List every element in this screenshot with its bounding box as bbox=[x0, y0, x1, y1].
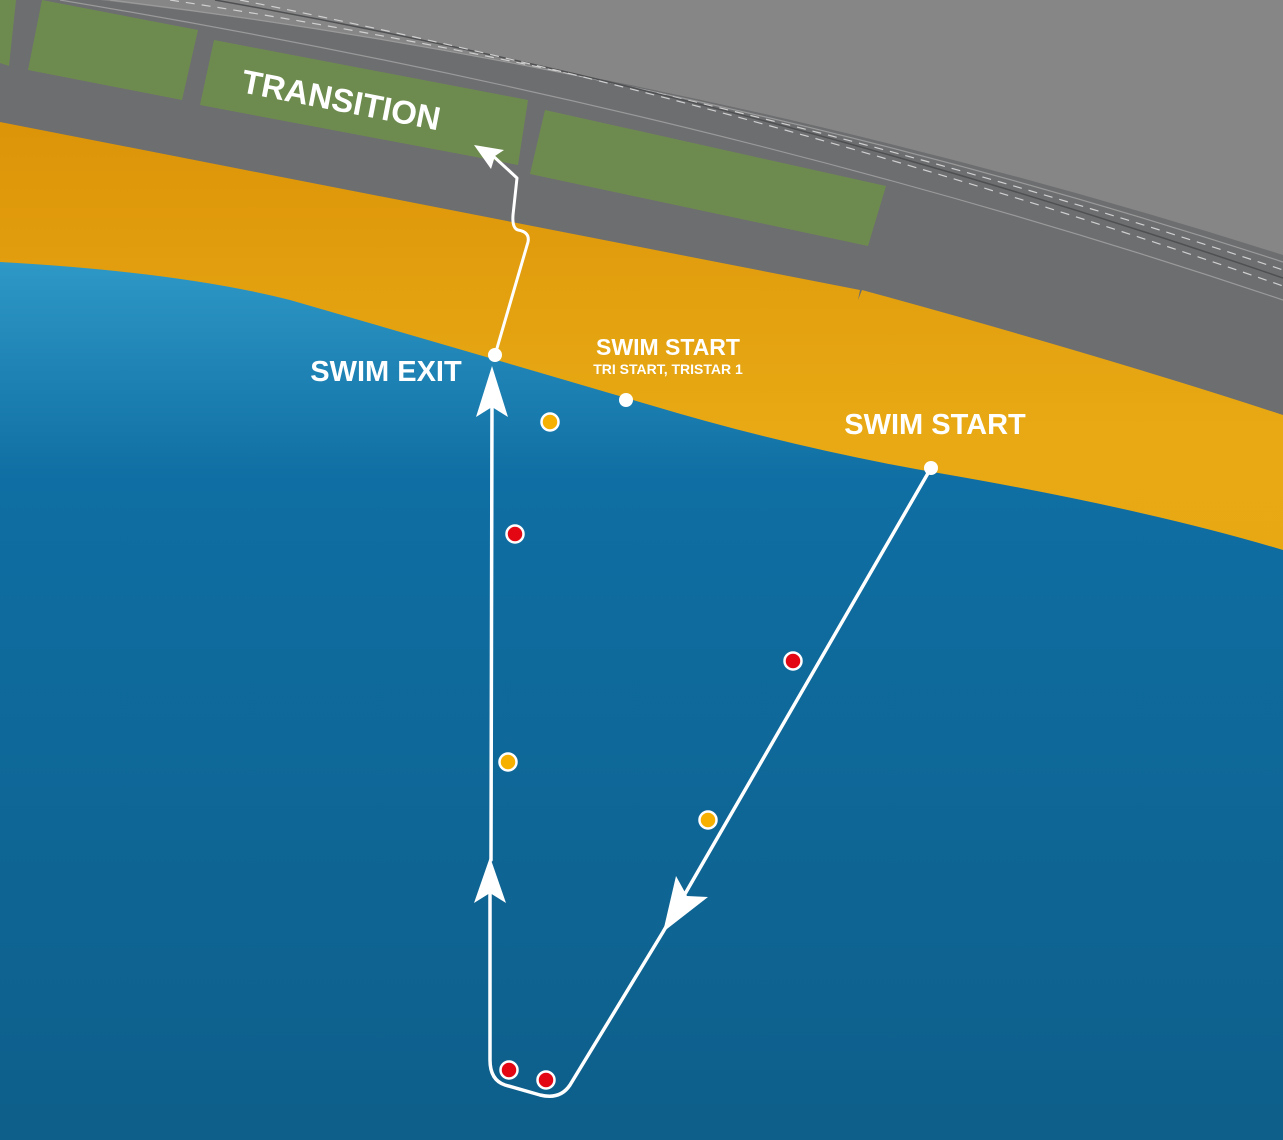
buoy-red[interactable] bbox=[499, 1060, 519, 1080]
swim-start-sublabel-1: TRI START, TRISTAR 1 bbox=[593, 361, 743, 377]
swim-start-label-2: SWIM START bbox=[844, 409, 1026, 441]
buoy-red[interactable] bbox=[505, 524, 525, 544]
water bbox=[0, 262, 1283, 1140]
buoy-yellow[interactable] bbox=[698, 810, 718, 830]
buoy-yellow[interactable] bbox=[540, 412, 560, 432]
swim-start-point-2[interactable] bbox=[924, 461, 938, 475]
arrow-up-left-icon bbox=[474, 145, 504, 169]
swim-exit-point[interactable] bbox=[488, 348, 502, 362]
swim-exit-label: SWIM EXIT bbox=[310, 356, 462, 388]
swim-start-label-1: SWIM START bbox=[596, 334, 740, 360]
swim-start-point-1[interactable] bbox=[619, 393, 633, 407]
swim-route bbox=[488, 153, 933, 1098]
transition-area bbox=[0, 0, 886, 246]
arrow-up-icon bbox=[474, 857, 506, 903]
arrow-down-left-icon bbox=[663, 876, 708, 932]
route-arrows bbox=[474, 145, 708, 932]
road-lane-markings bbox=[59, 0, 1283, 301]
buoy-red[interactable] bbox=[536, 1070, 556, 1090]
arrow-up-icon bbox=[476, 366, 508, 417]
buoy-yellow[interactable] bbox=[498, 752, 518, 772]
buoys bbox=[498, 412, 803, 1090]
location-points bbox=[488, 348, 938, 475]
buoy-red[interactable] bbox=[783, 651, 803, 671]
